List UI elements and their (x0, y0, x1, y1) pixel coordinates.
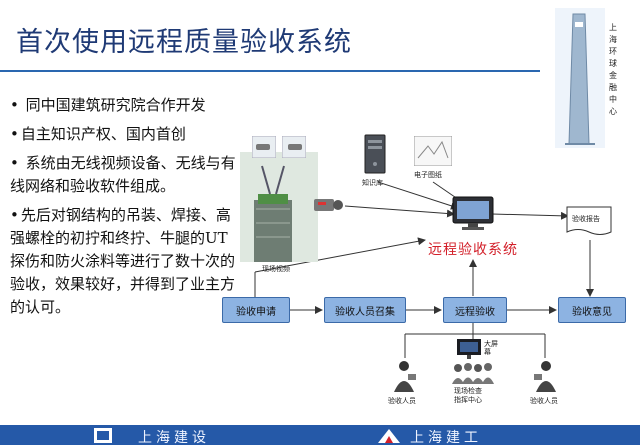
bullet-list: • 同中国建筑研究院合作开发 •自主知识产权、国内首创 • 系统由无线视频设备、… (10, 94, 242, 325)
big-screen-icon (457, 339, 481, 359)
bullet-item: •自主知识产权、国内首创 (10, 125, 186, 143)
inspector-person-icon (394, 361, 416, 392)
footer-right-text: 上海建工 (410, 430, 482, 445)
bullet-text: 系统由无线视频设备、无线与有线网络和验收软件组成。 (10, 154, 236, 195)
footer-bar: 上海建设 上海建工 (0, 425, 640, 445)
report-label: 验收报告 (572, 215, 600, 223)
tower-illustration (555, 8, 605, 148)
computer-monitor-icon (452, 196, 494, 230)
report-document-icon (566, 206, 612, 235)
page-title: 首次使用远程质量验收系统 (16, 27, 352, 58)
inspector-person-icon (534, 361, 556, 392)
logo-emblem-icon (378, 429, 400, 443)
inspector-right-label: 验收人员 (530, 397, 558, 405)
footer-left-text: 上海建设 (138, 430, 210, 445)
command-center-label-2: 指挥中心 (454, 396, 482, 404)
flow-step-remote-acceptance: 远程验收 (443, 297, 507, 323)
title-divider (0, 70, 540, 72)
flow-step-convene-inspectors: 验收人员召集 (324, 297, 406, 323)
camera-icon (282, 136, 306, 158)
bullet-text: 先后对钢结构的吊装、焊接、高强螺栓的初拧和终拧、牛腿的UT探伤和防火涂料等进行了… (10, 206, 236, 316)
bullet-item: •先后对钢结构的吊装、焊接、高强螺栓的初拧和终拧、牛腿的UT探伤和防火涂料等进行… (10, 206, 236, 316)
system-label: 远程验收系统 (428, 242, 518, 258)
bullet-text: 自主知识产权、国内首创 (20, 125, 186, 143)
flow-step-acceptance-opinion: 验收意见 (558, 297, 626, 323)
bullet-item: • 同中国建筑研究院合作开发 (10, 96, 206, 114)
e-drawings-label: 电子图纸 (414, 171, 442, 179)
people-group-icon (452, 363, 494, 384)
knowledge-base-label: 知识库 (362, 179, 383, 187)
site-video-label: 现场视频 (262, 265, 290, 273)
bullet-text: 同中国建筑研究院合作开发 (25, 96, 206, 114)
server-icon (364, 134, 386, 174)
logo-square-icon (94, 428, 112, 443)
big-screen-label: 大屏幕 (484, 340, 498, 356)
side-caption: 上海环球金融中心 (609, 23, 617, 116)
construction-site-image (240, 152, 318, 262)
drawing-icon (414, 136, 452, 166)
video-camera-icon (314, 199, 343, 211)
camera-icon (252, 136, 276, 158)
flow-step-application: 验收申请 (222, 297, 290, 323)
command-center-label-1: 现场检查 (454, 387, 482, 395)
inspector-left-label: 验收人员 (388, 397, 416, 405)
bullet-item: • 系统由无线视频设备、无线与有线网络和验收软件组成。 (10, 154, 236, 195)
